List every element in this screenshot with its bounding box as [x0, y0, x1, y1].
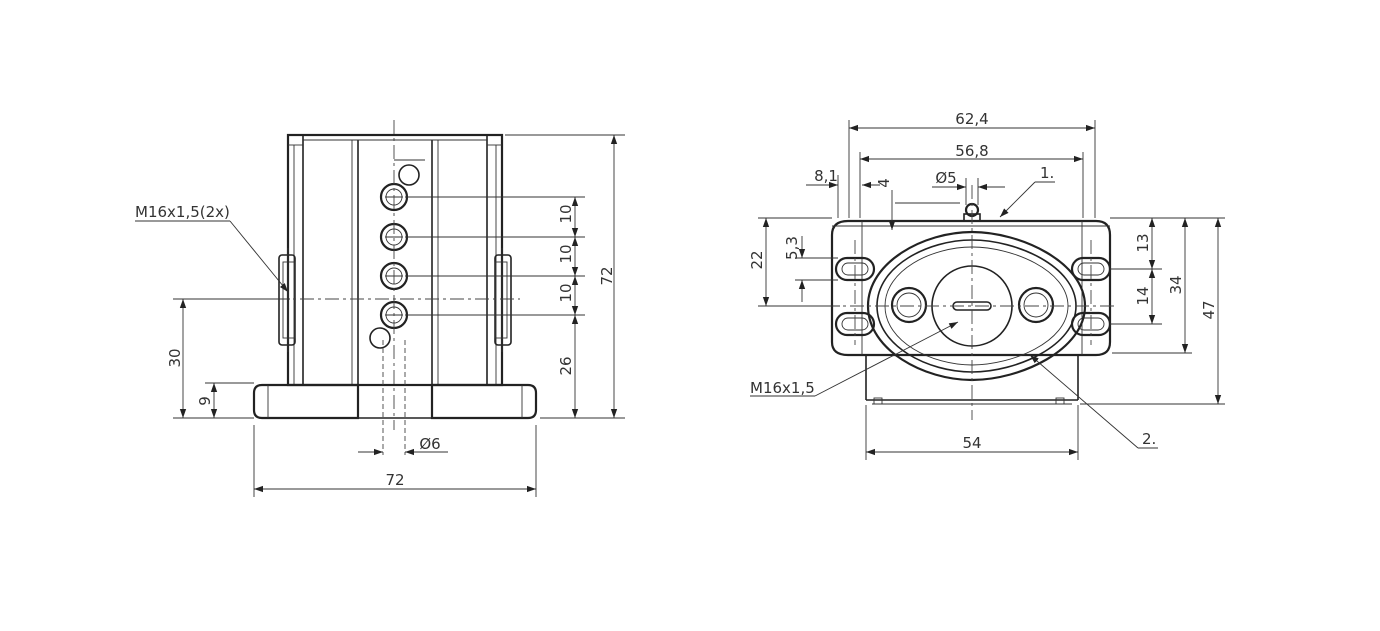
dim-left-diameter-6: Ø6: [358, 435, 448, 456]
left-side-bosses: [278, 248, 512, 352]
dim-right-width-54: 54: [865, 405, 1079, 460]
dim-right-heights: 13 14 34 47: [1080, 217, 1225, 405]
label-height-34: 34: [1167, 275, 1185, 294]
label-pitch-mid: 10: [557, 244, 575, 263]
label-thread-single: M16x1,5: [750, 379, 815, 397]
callout-2: 2.: [1029, 354, 1158, 449]
label-width-62-4: 62,4: [955, 110, 988, 128]
label-pitch-top: 10: [557, 204, 575, 223]
label-8-1: 8,1: [814, 167, 838, 185]
label-width-54: 54: [962, 434, 981, 452]
dim-right-width-56-8: 56,8: [859, 142, 1084, 218]
label-slot-5-3: 5,3: [783, 236, 801, 260]
dim-right-height-22: 22: [748, 217, 840, 307]
label-pitch-low: 10: [557, 283, 575, 302]
label-height-22: 22: [748, 250, 766, 269]
leader-thread-single: M16x1,5: [750, 321, 959, 397]
dim-left-30-9: 30 9: [166, 298, 290, 419]
label-height-14: 14: [1134, 286, 1152, 305]
dim-right-diameter-5: Ø5: [895, 169, 1005, 205]
dim-left-hole-pitch: 10 10 10 26: [405, 196, 585, 418]
label-height-30: 30: [166, 348, 184, 367]
leader-thread-2x: M16x1,5(2x): [135, 203, 289, 293]
label-width-72: 72: [385, 471, 404, 489]
label-diameter-5: Ø5: [935, 169, 956, 187]
label-height-72: 72: [598, 266, 616, 285]
dim-left-width-72: 72: [253, 425, 537, 497]
label-offset-4: 4: [875, 178, 893, 188]
dim-right-offset-4: 4: [875, 178, 896, 230]
label-callout-2: 2.: [1142, 430, 1156, 448]
right-centerlines: [825, 185, 1118, 420]
label-height-9: 9: [196, 396, 214, 406]
dim-right-8-1: 8,1: [806, 167, 880, 218]
left-base-plate: [252, 383, 538, 420]
label-diameter-6: Ø6: [419, 435, 440, 453]
label-height-13: 13: [1134, 233, 1152, 252]
right-base-plate: [830, 219, 1112, 357]
left-centerlines: [175, 120, 520, 455]
label-callout-1: 1.: [1040, 164, 1054, 182]
left-housing-outline: [286, 133, 504, 387]
right-view: 62,4 56,8 8,1 4 Ø5: [748, 110, 1225, 460]
dim-right-width-62-4: 62,4: [848, 110, 1096, 218]
label-thread-2x: M16x1,5(2x): [135, 203, 230, 221]
callout-1: 1.: [999, 164, 1055, 218]
dim-left-height-72: 72: [505, 134, 625, 419]
left-connector-holes: [369, 164, 420, 349]
left-view: 72 10 10 10 26 30 9: [135, 120, 625, 497]
label-height-26: 26: [557, 356, 575, 375]
label-height-47: 47: [1200, 300, 1218, 319]
label-width-56-8: 56,8: [955, 142, 988, 160]
dim-right-slot-5-3: 5,3: [783, 236, 838, 302]
